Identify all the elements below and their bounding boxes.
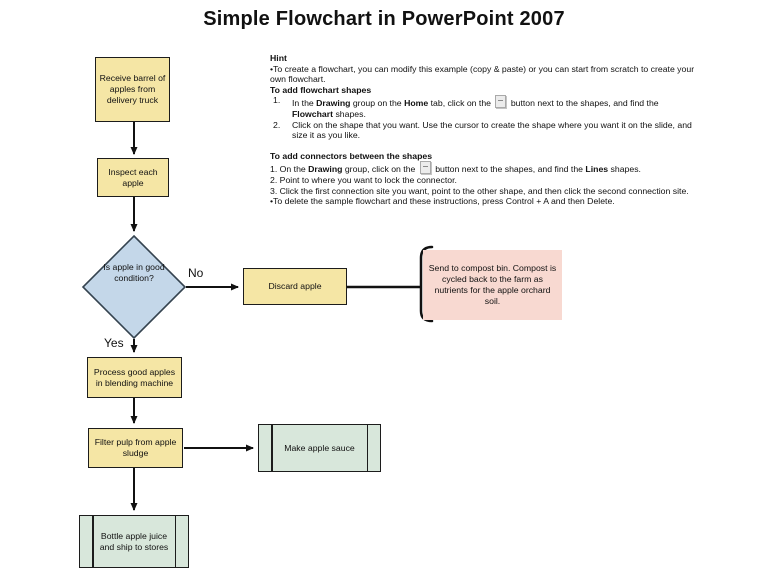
node-bottle-juice: Bottle apple juice and ship to stores [79, 515, 189, 568]
hint-block: Hint•To create a flowchart, you can modi… [270, 53, 698, 207]
predefined-process-line [366, 425, 368, 471]
node-make-apple-sauce: Make apple sauce [258, 424, 381, 472]
hint-paragraph: 1. On the Drawing group, click on the bu… [270, 161, 698, 175]
predefined-process-line [271, 425, 273, 471]
node-label: Make apple sauce [284, 442, 355, 453]
hint-paragraph [270, 141, 698, 151]
node-receive-barrel: Receive barrel of apples from delivery t… [95, 57, 170, 122]
slide-title: Simple Flowchart in PowerPoint 2007 [203, 8, 565, 30]
hint-paragraph: 3. Click the first connection site you w… [270, 185, 689, 196]
node-inspect-apple: Inspect each apple [97, 158, 169, 197]
node-label: Process good apples in blending machine [93, 366, 176, 388]
node-label: Filter pulp from apple sludge [94, 437, 177, 458]
node-filter-pulp: Filter pulp from apple sludge [88, 428, 183, 468]
hint-paragraph: Hint [270, 53, 287, 63]
predefined-process-line [174, 516, 176, 567]
hint-paragraph: •To delete the sample flowchart and thes… [270, 196, 615, 207]
hint-paragraph: 2.Click on the shape that you want. Use … [273, 119, 692, 141]
hint-paragraph: 1.In the Drawing group on the Home tab, … [273, 95, 659, 119]
node-label: Discard apple [268, 281, 322, 291]
edge-label-no: No [188, 266, 204, 280]
node-compost-note: Send to compost bin. Compost is cycled b… [423, 250, 562, 320]
node-label: Bottle apple juice and ship to stores [99, 530, 169, 552]
hint-paragraph: To add connectors between the shapes [270, 150, 433, 161]
hint-paragraph: •To create a flowchart, you can modify t… [270, 63, 695, 85]
node-label: Receive barrel of apples from delivery t… [99, 73, 166, 105]
hint-paragraph: 2. Point to where you want to lock the c… [270, 174, 457, 185]
shapes-button-icon [419, 161, 431, 175]
edge-label-yes: Yes [104, 336, 124, 350]
node-discard-apple: Discard apple [243, 268, 347, 305]
decision-diamond-shape [81, 234, 187, 340]
predefined-process-line [92, 516, 94, 567]
node-process-apples: Process good apples in blending machine [87, 357, 182, 398]
hint-paragraph: To add flowchart shapes [270, 84, 372, 95]
node-decision-label: Is apple in good condition? [103, 262, 165, 283]
shapes-button-icon [495, 95, 507, 109]
node-label: Send to compost bin. Compost is cycled b… [428, 263, 557, 306]
node-label: Inspect each apple [108, 166, 158, 188]
